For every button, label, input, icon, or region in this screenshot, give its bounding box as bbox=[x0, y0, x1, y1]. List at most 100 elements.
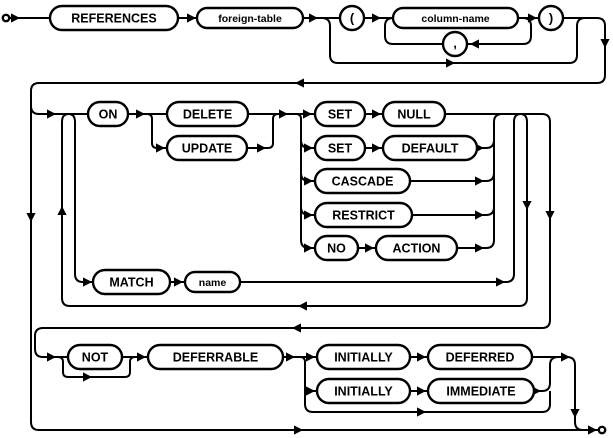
arrowhead-d bbox=[26, 213, 36, 222]
arrowhead-d bbox=[545, 211, 555, 220]
connector-wires bbox=[9, 17, 606, 431]
arrowhead-r bbox=[156, 143, 165, 153]
connector-wire bbox=[61, 112, 528, 307]
arrowhead-r bbox=[187, 13, 196, 23]
connector-wire bbox=[30, 105, 88, 115]
connector-wire bbox=[295, 113, 315, 249]
arrowhead-r bbox=[304, 176, 313, 186]
syntax-node-set-2: SET bbox=[313, 134, 367, 162]
keyword-label: RESTRICT bbox=[332, 209, 395, 223]
syntax-node-end bbox=[597, 425, 607, 435]
connector-wire bbox=[410, 356, 428, 392]
keyword-box bbox=[165, 134, 249, 162]
arrowhead-r bbox=[47, 109, 56, 119]
arrowhead-r bbox=[475, 210, 484, 220]
connector-wire bbox=[61, 112, 93, 298]
keyword-label: IMMEDIATE bbox=[446, 385, 515, 399]
connector-wire bbox=[532, 356, 599, 431]
arrowhead-r bbox=[174, 277, 183, 287]
keyword-label: NO bbox=[327, 242, 346, 256]
syntax-node-start bbox=[1, 13, 11, 23]
arrowhead-r bbox=[304, 243, 313, 253]
arrowhead-r bbox=[279, 109, 288, 119]
arrowhead-r bbox=[83, 372, 92, 382]
syntax-node-set-1: SET bbox=[313, 100, 367, 128]
arrowhead-r bbox=[372, 143, 381, 153]
arrowhead-r bbox=[588, 425, 597, 435]
keyword-box bbox=[86, 100, 130, 128]
keyword-box bbox=[426, 377, 536, 405]
syntax-node-name: name bbox=[183, 270, 242, 294]
arrowhead-r bbox=[137, 352, 146, 362]
arrowhead-d bbox=[600, 39, 610, 48]
arrowhead-r bbox=[372, 109, 381, 119]
keyword-label: INITIALLY bbox=[334, 385, 393, 399]
parameter-label: foreign-table bbox=[218, 13, 282, 25]
arrowhead-r bbox=[294, 425, 303, 435]
connector-wire bbox=[57, 356, 136, 378]
keyword-box bbox=[313, 234, 360, 262]
syntax-node-comma: , bbox=[441, 30, 469, 58]
arrowhead-r bbox=[303, 109, 312, 119]
punctuation-label: ) bbox=[549, 11, 553, 26]
syntax-node-references: REFERENCES bbox=[48, 4, 180, 32]
arrowhead-r bbox=[257, 143, 266, 153]
keyword-label: CASCADE bbox=[332, 175, 394, 189]
syntax-node-not: NOT bbox=[66, 343, 124, 371]
syntax-node-close-paren: ) bbox=[537, 4, 565, 32]
keyword-label: DEFAULT bbox=[402, 142, 459, 156]
arrowhead-r bbox=[11, 13, 20, 23]
keyword-label: MATCH bbox=[109, 276, 153, 290]
keyword-box bbox=[381, 134, 479, 162]
arrowhead-d bbox=[522, 201, 532, 210]
keyword-box bbox=[426, 343, 534, 371]
parameter-box bbox=[195, 6, 305, 30]
punctuation-label: ( bbox=[350, 11, 355, 26]
syntax-node-foreign-table: foreign-table bbox=[195, 6, 305, 30]
syntax-node-cascade: CASCADE bbox=[313, 167, 412, 195]
arrowhead-l bbox=[470, 39, 479, 49]
syntax-node-update: UPDATE bbox=[165, 134, 249, 162]
arrowhead-r bbox=[309, 13, 318, 23]
syntax-node-on: ON bbox=[86, 100, 130, 128]
arrowhead-r bbox=[528, 13, 537, 23]
arrowhead-r bbox=[304, 210, 313, 220]
syntax-node-initially-2: INITIALLY bbox=[315, 377, 412, 405]
keyword-label: INITIALLY bbox=[334, 351, 393, 365]
keyword-label: ON bbox=[99, 108, 118, 122]
start-terminal-icon bbox=[1, 13, 11, 23]
punctuation-circle bbox=[338, 4, 366, 32]
keyword-label: DEFERRED bbox=[446, 351, 515, 365]
syntax-node-no: NO bbox=[313, 234, 360, 262]
syntax-node-immediate: IMMEDIATE bbox=[426, 377, 536, 405]
syntax-node-restrict: RESTRICT bbox=[313, 201, 414, 229]
keyword-label: SET bbox=[328, 142, 353, 156]
connector-wire bbox=[146, 113, 167, 149]
arrowhead-r bbox=[286, 352, 295, 362]
keyword-label: NOT bbox=[82, 351, 109, 365]
arrowhead-r bbox=[365, 243, 374, 253]
keyword-label: DELETE bbox=[183, 108, 232, 122]
arrowhead-d bbox=[570, 409, 580, 418]
keyword-box bbox=[315, 343, 412, 371]
keyword-label: REFERENCES bbox=[71, 12, 156, 26]
arrowhead-r bbox=[417, 386, 426, 396]
keyword-box bbox=[146, 343, 285, 371]
parameter-label: name bbox=[199, 277, 227, 289]
arrowhead-r bbox=[83, 277, 92, 287]
end-terminal-icon bbox=[597, 425, 607, 435]
keyword-label: NULL bbox=[397, 108, 431, 122]
arrowhead-u bbox=[57, 206, 67, 215]
keyword-label: ACTION bbox=[393, 242, 441, 256]
connector-wire bbox=[534, 356, 559, 392]
arrowhead-r bbox=[372, 13, 381, 23]
arrowhead-r bbox=[304, 143, 313, 153]
syntax-node-initially-1: INITIALLY bbox=[315, 343, 412, 371]
syntax-node-null: NULL bbox=[381, 100, 447, 128]
syntax-node-match: MATCH bbox=[91, 268, 172, 296]
arrowhead-l bbox=[295, 78, 304, 88]
keyword-label: UPDATE bbox=[182, 142, 232, 156]
syntax-node-deferred: DEFERRED bbox=[426, 343, 534, 371]
arrowhead-r bbox=[47, 352, 56, 362]
